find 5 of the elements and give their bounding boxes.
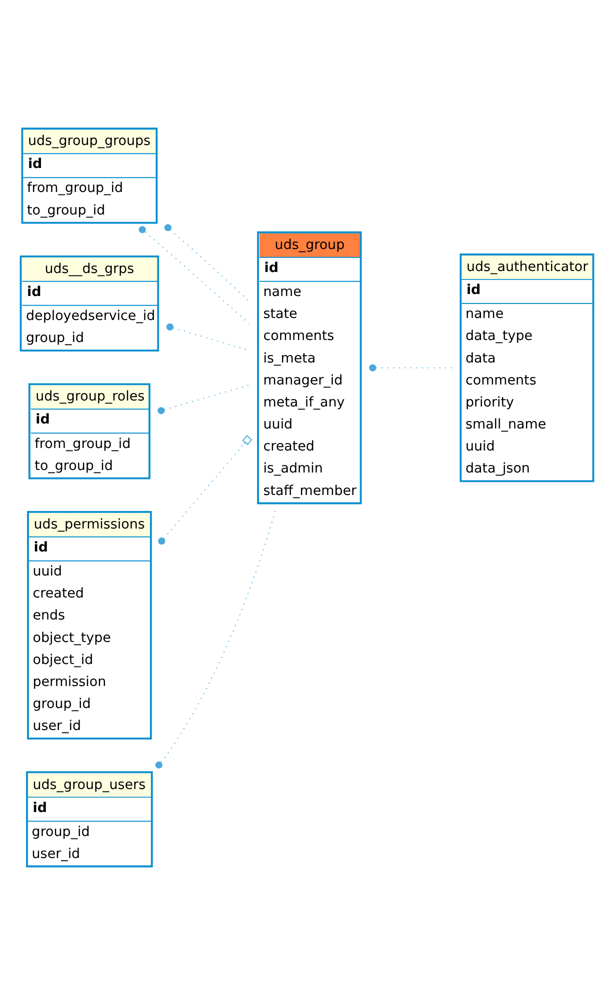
- connector: [158, 434, 252, 544]
- connector: [164, 224, 250, 302]
- connector: [158, 384, 250, 414]
- connector: [369, 364, 452, 371]
- connector: [138, 226, 250, 324]
